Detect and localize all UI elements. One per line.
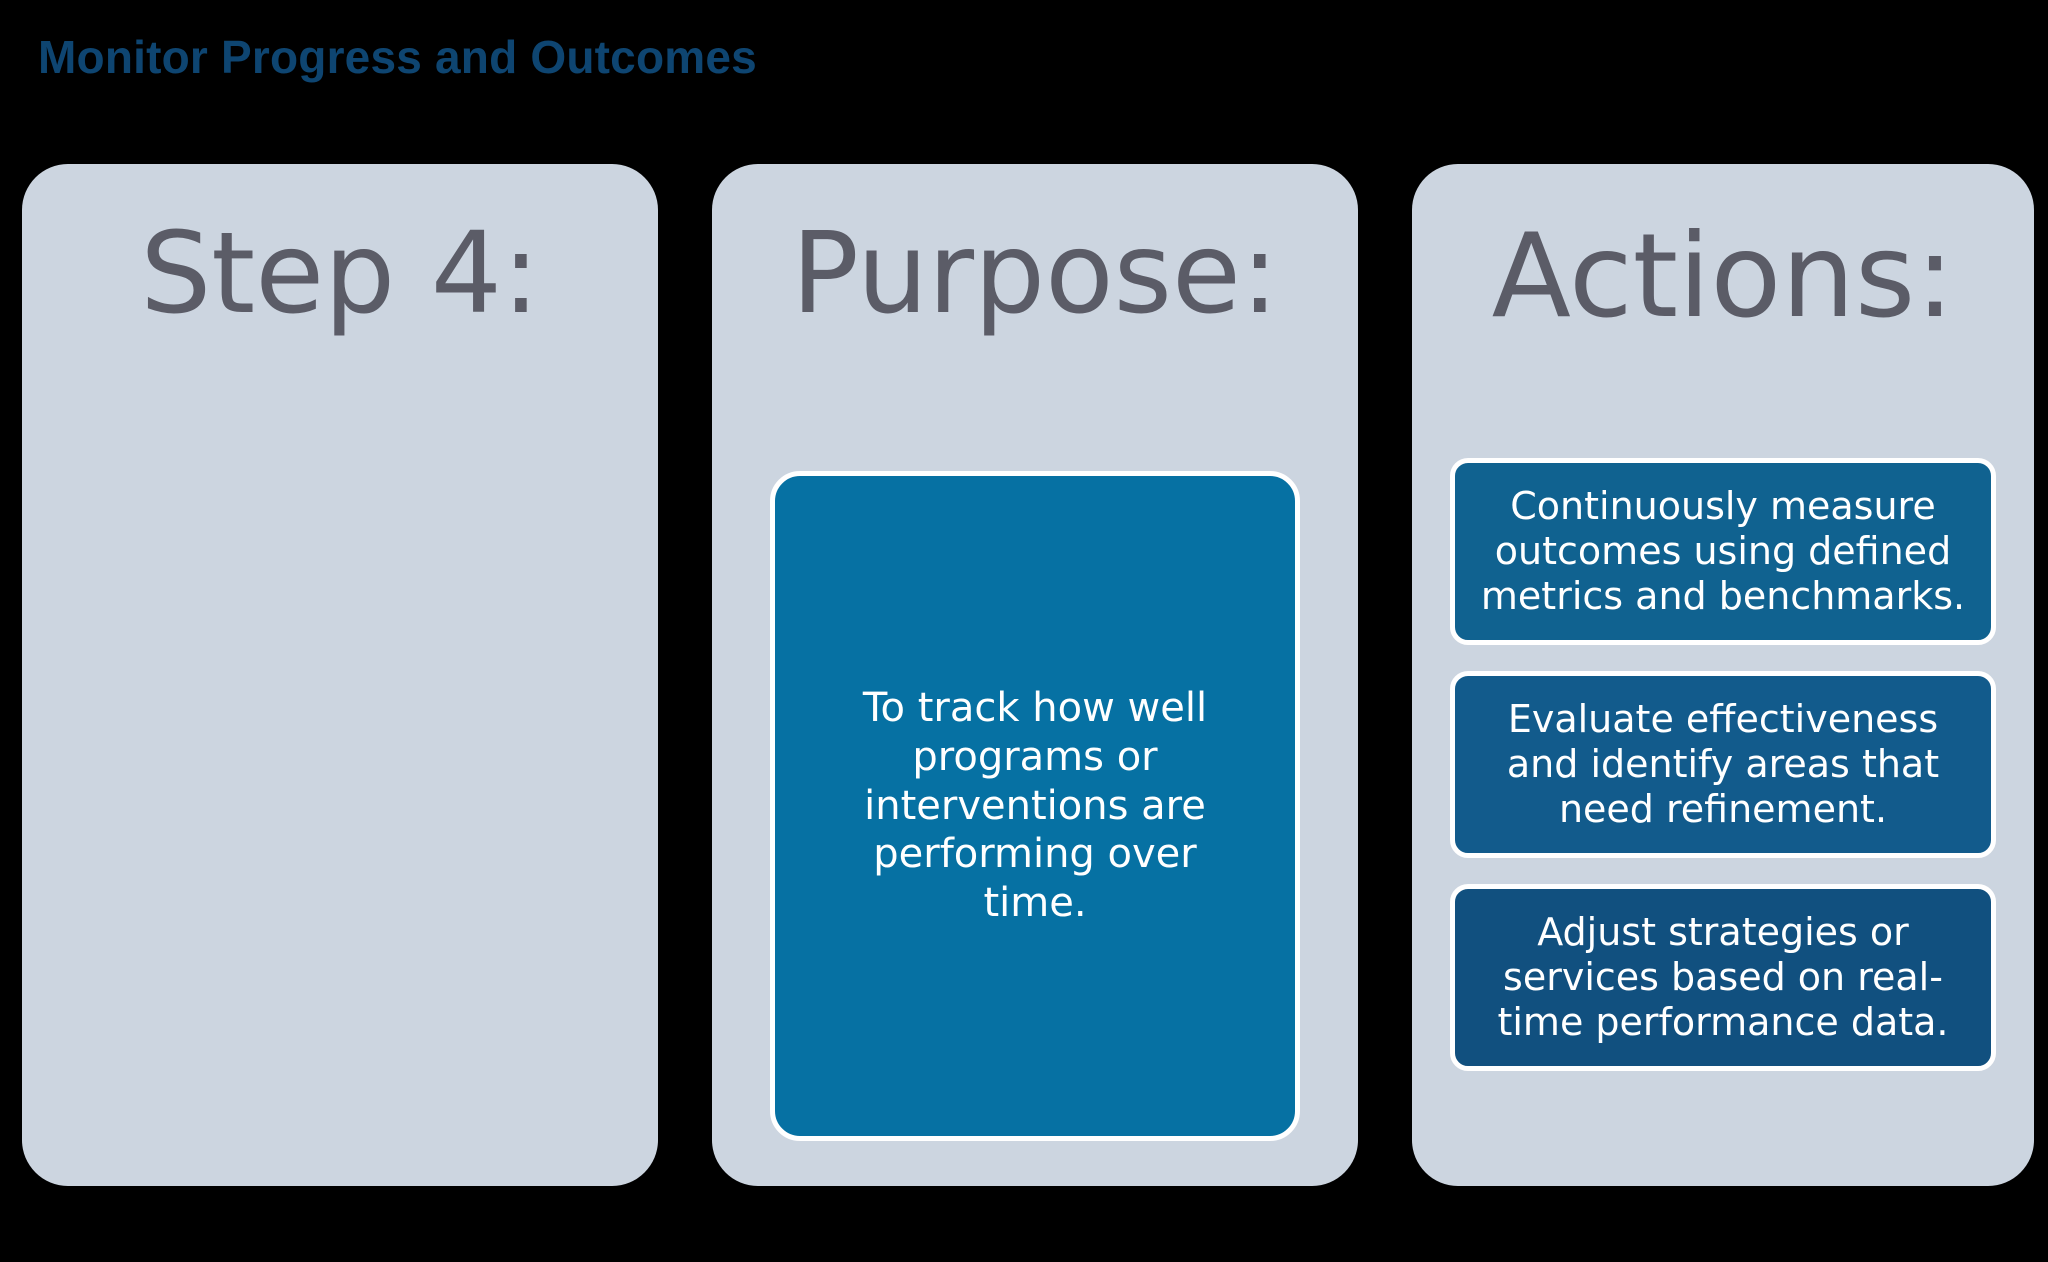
purpose-panel: To track how well programs or interventi… xyxy=(770,471,1300,1141)
purpose-panel-text: To track how well programs or interventi… xyxy=(862,685,1208,927)
page-title: Monitor Progress and Outcomes xyxy=(38,31,757,83)
columns-container: Step 4: Purpose: To track how well progr… xyxy=(22,164,2034,1186)
purpose-card-header: Purpose: xyxy=(791,209,1279,339)
step-card: Step 4: xyxy=(22,164,658,1186)
action-item: Continuously measure outcomes using defi… xyxy=(1450,458,1996,645)
action-item: Evaluate effectiveness and identify area… xyxy=(1450,671,1996,858)
step-card-header: Step 4: xyxy=(140,209,540,339)
action-item-text: Continuously measure outcomes using defi… xyxy=(1480,484,1966,618)
action-item-text: Adjust strategies or services based on r… xyxy=(1497,910,1949,1044)
actions-card: Actions: Continuously measure outcomes u… xyxy=(1412,164,2034,1186)
purpose-card: Purpose: To track how well programs or i… xyxy=(712,164,1358,1186)
purpose-panel-wrapper: To track how well programs or interventi… xyxy=(770,471,1300,1141)
action-item: Adjust strategies or services based on r… xyxy=(1450,884,1996,1071)
actions-list: Continuously measure outcomes using defi… xyxy=(1450,458,1996,1071)
actions-card-header: Actions: xyxy=(1491,209,1955,344)
action-item-text: Evaluate effectiveness and identify area… xyxy=(1506,697,1940,831)
